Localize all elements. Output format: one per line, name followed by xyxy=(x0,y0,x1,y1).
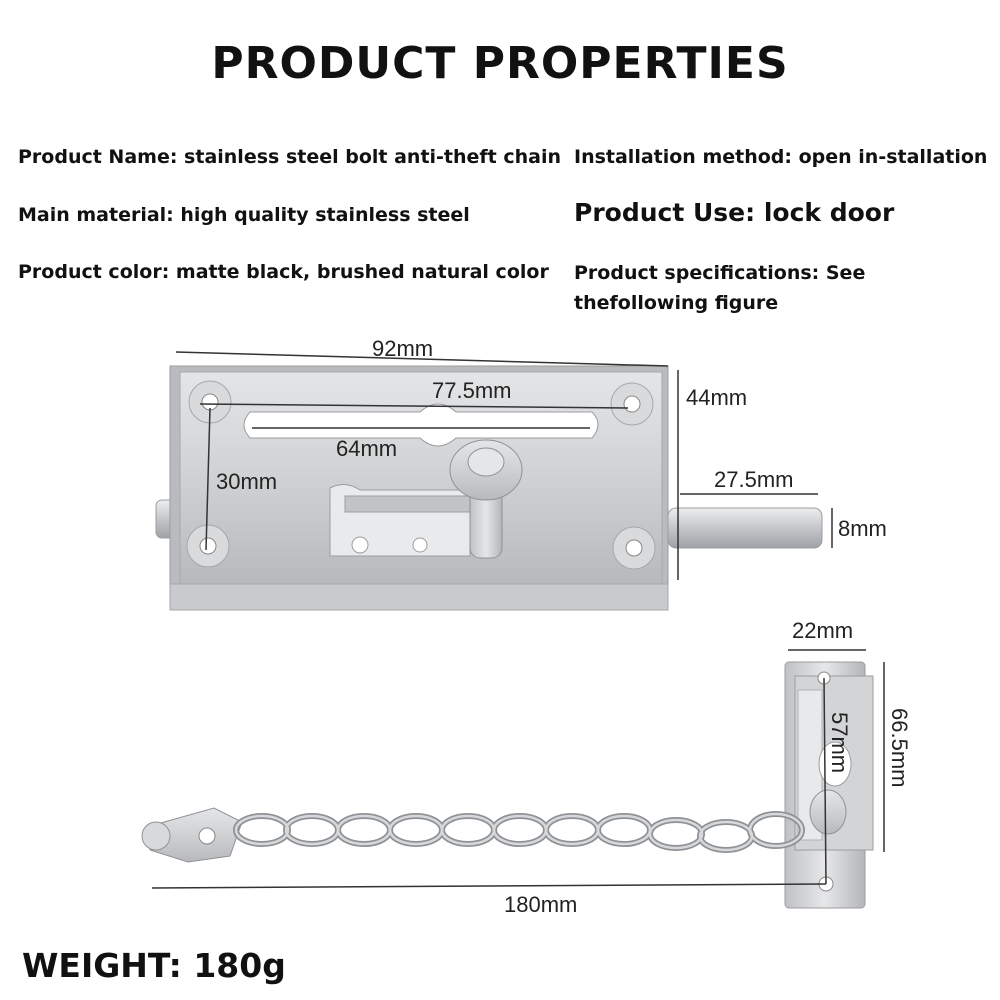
dim-64mm: 64mm xyxy=(336,436,397,461)
dim-66-5mm: 66.5mm xyxy=(887,708,912,787)
door-chain-illustration xyxy=(141,661,874,909)
product-specifications-text: Product specifications: See thefollowing… xyxy=(574,262,866,314)
dim-27-5mm: 27.5mm xyxy=(714,467,793,492)
dim-57mm: 57mm xyxy=(827,712,852,773)
chain-dimension-lines xyxy=(151,649,885,889)
dim-77-5mm: 77.5mm xyxy=(432,378,511,403)
dim-22mm: 22mm xyxy=(792,618,853,643)
weight-text: WEIGHT: 180g xyxy=(22,946,286,985)
bolt-dimension-lines xyxy=(175,351,833,580)
product-color-text: Product color: matte black, brushed natu… xyxy=(18,261,549,283)
product-use-text: Product Use: lock door xyxy=(574,198,895,227)
dim-8mm: 8mm xyxy=(838,516,887,541)
main-material-text: Main material: high quality stainless st… xyxy=(18,204,470,226)
product-name-text: Product Name: stainless steel bolt anti-… xyxy=(18,146,562,168)
installation-method-text: Installation method: open in-stallation xyxy=(574,146,988,168)
dim-44mm: 44mm xyxy=(686,385,747,410)
page-title: PRODUCT PROPERTIES xyxy=(211,38,789,89)
dim-180mm: 180mm xyxy=(504,892,577,917)
dim-92mm: 92mm xyxy=(372,336,433,361)
dim-30mm: 30mm xyxy=(216,469,277,494)
